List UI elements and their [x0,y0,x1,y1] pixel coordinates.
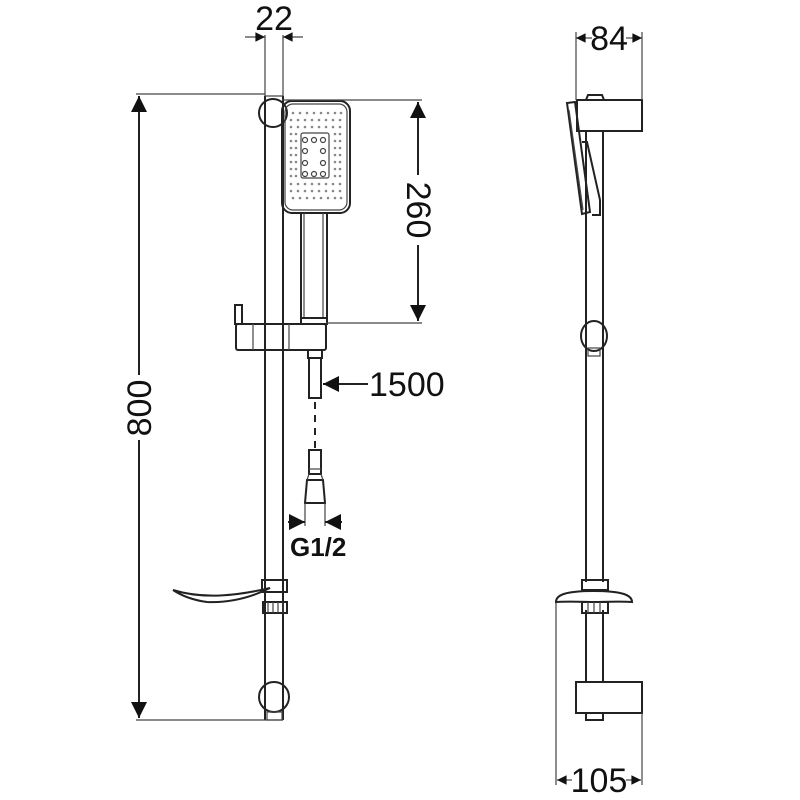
handshower-head [281,100,351,214]
dim-rail-width: 22 [245,0,303,96]
side-handshower [565,100,601,216]
slide-rail [264,95,284,721]
dim-handshower-length: 260 [282,99,437,324]
bottom-wall-bracket [258,681,290,713]
side-top-bracket [576,94,643,132]
spray-nozzles [289,111,343,200]
side-rail [585,131,604,682]
hose-length-label: 1500 [369,366,445,404]
side-handle-clip [580,320,608,357]
dim-top-depth: 84 [575,20,643,100]
handshower-length-label: 260 [399,182,437,239]
handshower-handle [300,213,328,325]
dim-bottom-depth: 105 [555,603,643,800]
top-depth-label: 84 [590,20,628,58]
soap-dish [172,579,288,614]
slider-holder [234,304,327,359]
total-height-label: 800 [121,380,159,437]
dim-total-height: 800 [121,93,265,721]
side-soap-dish [554,579,634,614]
side-bottom-bracket [575,681,643,721]
top-wall-bracket [258,98,288,128]
hose-segment [308,357,322,399]
connector-thread-label: G1/2 [290,532,346,562]
dim-connector-thread: G1/2 [288,503,346,562]
dim-hose-length: 1500 [323,366,445,404]
rail-width-label: 22 [255,0,293,38]
hose-connector [303,449,327,504]
bottom-depth-label: 105 [571,762,628,800]
bottom-end-cap [266,711,283,721]
side-view: 84 105 [554,20,643,800]
front-view: 22 800 260 1500 G1/2 [121,0,445,721]
